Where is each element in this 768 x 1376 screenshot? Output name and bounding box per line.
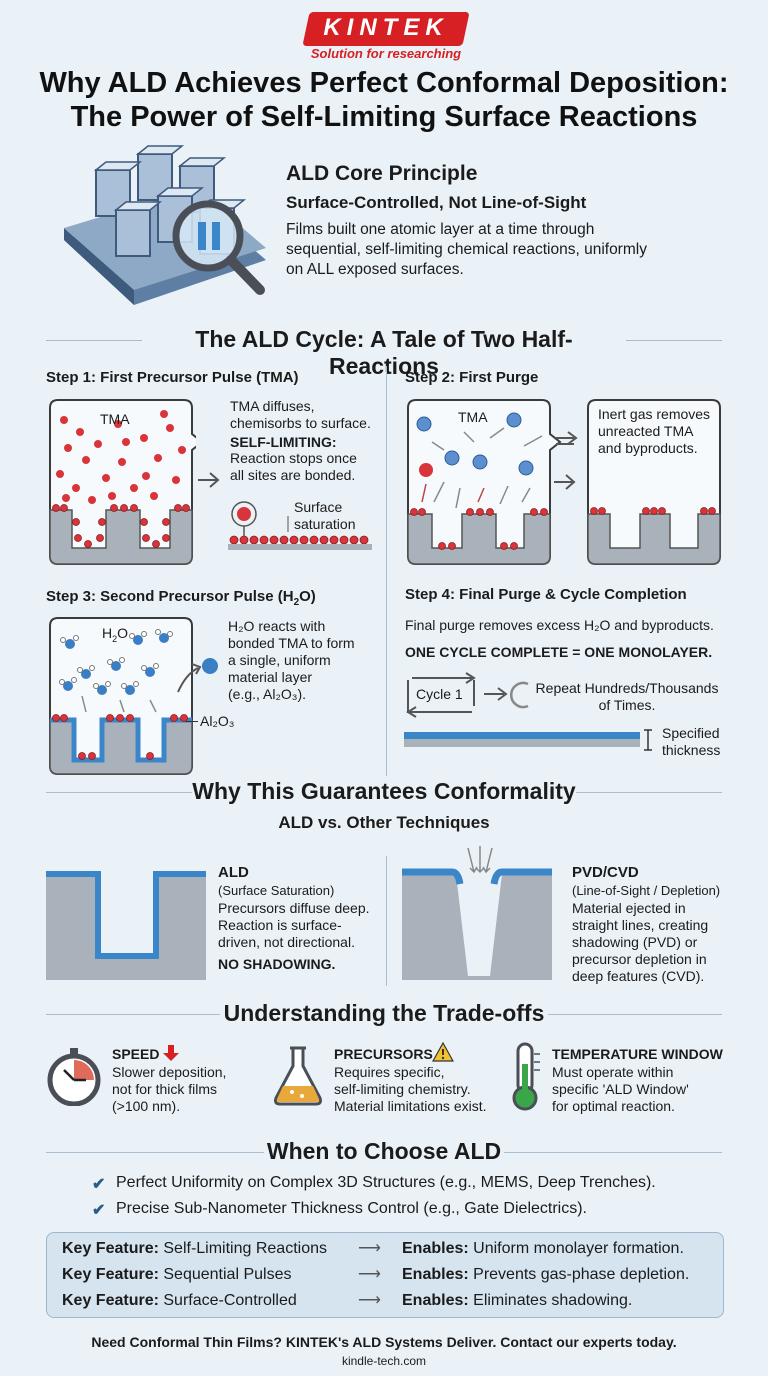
arrow-down-icon	[163, 1045, 179, 1061]
divider	[46, 792, 192, 793]
surface-saturation-illustration	[228, 501, 372, 550]
pvd-trench-illustration	[402, 846, 552, 980]
repeat-label: Repeat Hundreds/Thousands of Times.	[535, 680, 719, 713]
footer-cta: Need Conformal Thin Films? KINTEK's ALD …	[91, 1334, 677, 1350]
step1-chamber-label: TMA	[100, 411, 130, 427]
choose-check-2: Precise Sub-Nanometer Thickness Control …	[116, 1200, 587, 1217]
step3-description: H₂O reacts with bonded TMA to form a sin…	[228, 618, 355, 702]
cycle-heading: The ALD Cycle: A Tale of Two Half-Reacti…	[195, 326, 573, 379]
step1-self-limiting: SELF-LIMITING:	[230, 434, 337, 450]
feature-row-2: Key Feature: Sequential Pulses	[62, 1266, 292, 1283]
enables-row-1: Enables: Uniform monolayer formation.	[402, 1240, 684, 1257]
footer-url[interactable]: kindle-tech.com	[341, 1354, 427, 1368]
cycle-label: Cycle 1	[416, 686, 463, 702]
al2o3-pointer	[186, 721, 198, 722]
tradeoff-precursors-label: PRECURSORS	[334, 1046, 433, 1062]
divider	[46, 1014, 220, 1015]
step4-description: Final purge removes excess H₂O and bypro…	[405, 617, 714, 633]
feature-row-1: Key Feature: Self-Limiting Reactions	[62, 1240, 327, 1257]
ald-paren: (Surface Saturation)	[218, 883, 335, 898]
step3-title: Step 3: Second Precursor Pulse (H2O)	[46, 588, 316, 608]
ald-name: ALD	[218, 864, 249, 881]
step1-title: Step 1: First Precursor Pulse (TMA)	[46, 369, 299, 386]
pvd-description: Material ejected in straight lines, crea…	[572, 900, 709, 984]
principle-heading: ALD Core Principle	[286, 162, 478, 185]
step2-title: Step 2: First Purge	[405, 369, 539, 386]
step3-chamber	[49, 617, 218, 775]
check-icon: ✔	[92, 1202, 106, 1219]
divider	[46, 340, 142, 341]
divider	[46, 1152, 264, 1153]
thermometer-icon	[512, 1042, 540, 1111]
warning-icon	[432, 1042, 454, 1062]
tradeoffs-heading: Understanding the Trade-offs	[223, 1000, 545, 1026]
tradeoff-speed-label: SPEED	[112, 1046, 160, 1062]
arrow-right-icon: ⟶	[358, 1266, 381, 1283]
stopwatch-icon	[47, 1048, 101, 1106]
principle-subheading: Surface-Controlled, Not Line-of-Sight	[286, 193, 587, 212]
column-divider	[386, 366, 387, 776]
nanostructure-magnifier-illustration	[64, 145, 266, 305]
enables-row-3: Enables: Eliminates shadowing.	[402, 1292, 633, 1309]
page-title: Why ALD Achieves Perfect Conformal Depos…	[39, 67, 729, 133]
choose-heading: When to Choose ALD	[266, 1138, 502, 1164]
divider	[504, 1152, 722, 1153]
step2-chamber	[407, 399, 578, 565]
divider	[548, 1014, 722, 1015]
cycle-loop-icon	[406, 672, 529, 718]
principle-description: Films built one atomic layer at a time t…	[286, 221, 647, 278]
brand-name: KINTEK	[323, 14, 449, 41]
tradeoff-temperature-description: Must operate within specific 'ALD Window…	[552, 1064, 689, 1114]
divider	[626, 340, 722, 341]
conformality-subheading: ALD vs. Other Techniques	[278, 813, 490, 832]
ald-trench-illustration	[46, 871, 206, 980]
pvd-paren: (Line-of-Sight / Depletion)	[572, 883, 721, 898]
magnifier-icon	[172, 200, 244, 272]
step4-cycle-complete: ONE CYCLE COMPLETE = ONE MONOLAYER.	[405, 644, 713, 660]
enables-row-2: Enables: Prevents gas-phase depletion.	[402, 1266, 690, 1283]
thickness-label: Specified thickness	[662, 725, 721, 758]
brand-tagline: Solution for researching	[310, 46, 462, 61]
step1-self-description: Reaction stops once all sites are bonded…	[230, 450, 357, 483]
arrow-right-icon	[198, 472, 220, 488]
step4-title: Step 4: Final Purge & Cycle Completion	[405, 586, 687, 603]
ald-no-shadowing: NO SHADOWING.	[218, 956, 336, 972]
divider	[576, 792, 722, 793]
ald-description: Precursors diffuse deep. Reaction is sur…	[218, 900, 370, 950]
step1-description: TMA diffuses, chemisorbs to surface.	[230, 398, 371, 431]
arrow-right-icon: ⟶	[358, 1240, 381, 1257]
pvd-name: PVD/CVD	[572, 864, 639, 881]
tradeoff-precursors-description: Requires specific, self-limiting chemist…	[334, 1064, 487, 1114]
step2-purged-chamber	[587, 399, 721, 565]
tradeoff-temperature-label: TEMPERATURE WINDOW	[552, 1046, 723, 1062]
thickness-layer	[404, 729, 652, 751]
features-table	[46, 1232, 724, 1318]
al2o3-label: Al₂O₃	[200, 713, 235, 729]
conformality-heading: Why This Guarantees Conformality	[192, 778, 576, 804]
step2-description: Inert gas removes unreacted TMA and bypr…	[598, 406, 711, 456]
flask-icon	[274, 1046, 322, 1106]
surface-saturation-label: Surface saturation	[294, 499, 356, 532]
choose-check-1: Perfect Uniformity on Complex 3D Structu…	[116, 1174, 656, 1191]
check-icon: ✔	[92, 1176, 106, 1193]
feature-row-3: Key Feature: Surface-Controlled	[62, 1292, 297, 1309]
column-divider	[386, 856, 387, 986]
step2-chamber-label: TMA	[458, 409, 488, 425]
step1-chamber	[49, 399, 196, 565]
arrow-right-icon	[554, 474, 576, 490]
step3-chamber-label: H2O	[102, 625, 129, 644]
tradeoff-speed-description: Slower deposition, not for thick films (…	[112, 1064, 227, 1114]
arrow-right-icon: ⟶	[358, 1292, 381, 1309]
